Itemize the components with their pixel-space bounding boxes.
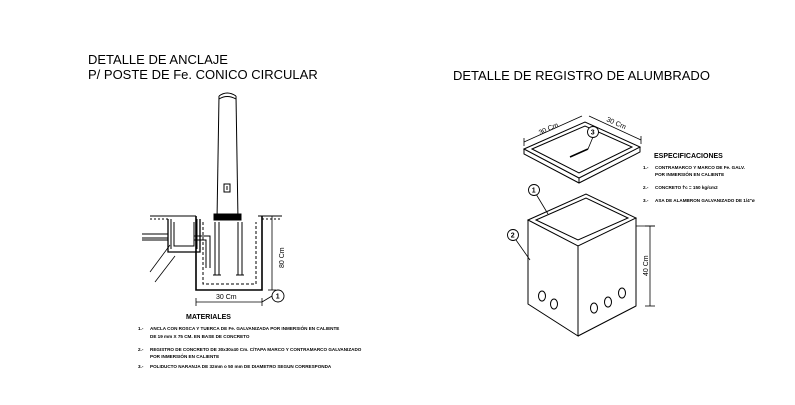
svg-text:1: 1 (276, 294, 280, 301)
svg-text:ASA DE ALAMBRON GALVANIZADO DE: ASA DE ALAMBRON GALVANIZADO DE 1/4"ø (655, 198, 755, 203)
svg-text:2.-: 2.- (643, 185, 649, 190)
left-dim-width-label: 30 Cm (216, 294, 237, 301)
svg-text:CONCRETO f'c = 150 kg/cm2: CONCRETO f'c = 150 kg/cm2 (655, 185, 718, 190)
concrete-base (195, 216, 263, 291)
svg-text:ANCLA CON ROSCA Y TUERCA DE Fe: ANCLA CON ROSCA Y TUERCA DE Fe. GALVANIZ… (150, 324, 339, 331)
svg-text:2.-: 2.- (138, 347, 144, 352)
lid-dim-right-label: 30 Cm (605, 116, 627, 131)
duct-hole (550, 298, 558, 310)
left-title-line2: P/ POSTE DE Fe. CONICO CIRCULAR (88, 67, 318, 82)
left-dimension-width (195, 295, 273, 306)
registro-box (526, 193, 638, 337)
svg-text:2: 2 (511, 233, 515, 240)
left-dim-height-label: 80 Cm (279, 247, 286, 268)
left-dimension-height (268, 215, 276, 291)
svg-text:3.-: 3.- (138, 364, 144, 369)
lid-dimensions (523, 115, 642, 146)
duct-hole (604, 296, 612, 308)
right-callout-2: 2 (507, 229, 519, 241)
poliducto-pipe (142, 233, 211, 268)
specs-list: 1.- CONTRAMARCO Y MARCO DE Fe. GALV. POR… (643, 165, 755, 203)
lid-handle (569, 148, 589, 158)
pole (213, 92, 242, 221)
duct-hole (590, 302, 598, 314)
svg-text:1.-: 1.- (643, 165, 649, 170)
box-dim-height-label: 40 Cm (643, 255, 650, 276)
svg-text:CONTRAMARCO Y MARCO DE Fe. GAL: CONTRAMARCO Y MARCO DE Fe. GALV. (655, 165, 745, 170)
specs-heading: ESPECIFICACIONES (654, 153, 723, 160)
svg-text:POR INMERSIÓN EN CALIENTE: POR INMERSIÓN EN CALIENTE (655, 170, 724, 177)
callout-leaders (515, 193, 549, 261)
registro-lid (522, 121, 642, 184)
materials-list: 1.- ANCLA CON ROSCA Y TUERCA DE Fe. GALV… (138, 324, 362, 369)
right-callout-1: 1 (528, 184, 540, 196)
svg-text:3.-: 3.- (643, 198, 649, 203)
anchor-detail-drawing (142, 92, 282, 291)
duct-hole (538, 290, 546, 302)
svg-text:POR INMERSIÓN EN CALIENTE: POR INMERSIÓN EN CALIENTE (150, 352, 219, 359)
box-dimension-height (636, 225, 655, 307)
right-callout-3: 3 (587, 126, 599, 138)
svg-text:REGISTRO DE CONCRETO DE 30x30x: REGISTRO DE CONCRETO DE 30x30x40 Cm. C/T… (150, 347, 362, 352)
svg-text:POLIDUCTO NARANJA DE 32mm o 50: POLIDUCTO NARANJA DE 32mm o 50 mm DE DIA… (150, 364, 332, 369)
duct-hole (618, 287, 626, 299)
right-title: DETALLE DE REGISTRO DE ALUMBRADO (453, 68, 710, 83)
svg-text:3: 3 (591, 130, 595, 137)
left-title-line1: DETALLE DE ANCLAJE (88, 52, 228, 67)
left-callout-1: 1 (271, 289, 285, 303)
svg-text:1.-: 1.- (138, 326, 144, 331)
svg-text:DE 19 mm X 75 CM. EN BASE DE C: DE 19 mm X 75 CM. EN BASE DE CONCRETO (150, 334, 250, 339)
materials-heading: MATERIALES (186, 314, 231, 321)
svg-text:1: 1 (532, 188, 536, 195)
